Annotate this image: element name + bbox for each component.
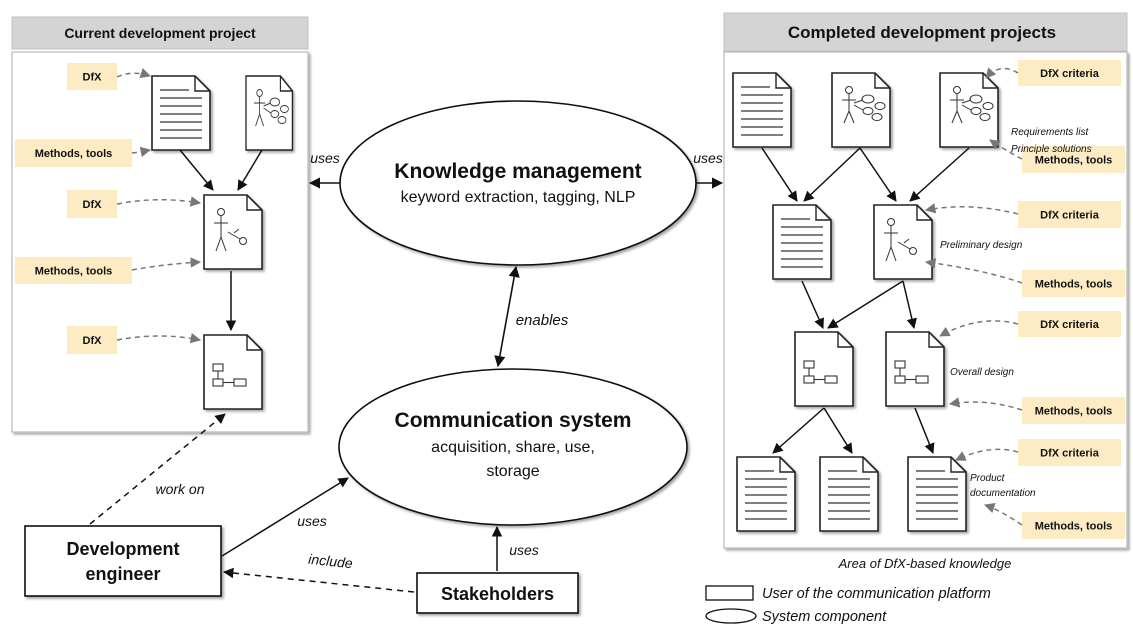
requirements-list-doc [773, 205, 831, 279]
principle-solution-doc [832, 73, 890, 147]
left-flow-arrows [179, 149, 263, 332]
right-flow-arrows [761, 147, 970, 454]
product-documentation-doc [908, 457, 966, 531]
completed-projects-title: Completed development projects [788, 23, 1056, 42]
phase-label-product: Product [970, 473, 1006, 484]
uses-label-left: uses [310, 150, 340, 166]
include-arrow [222, 567, 415, 593]
tag-dfx-criteria: DfX criteria [1040, 448, 1100, 460]
tag-dfx: DfX [83, 199, 103, 211]
engineer-line2: engineer [85, 564, 160, 584]
phase-label-principle: Principle solutions [1011, 144, 1092, 155]
requirements-list-doc [733, 73, 791, 147]
communication-system-component: Communication system acquisition, share,… [338, 368, 688, 526]
engineer-uses-label: uses [297, 513, 327, 529]
tag-methods-tools: Methods, tools [35, 148, 113, 160]
phase-label-documentation: documentation [970, 488, 1036, 499]
km-title: Knowledge management [394, 160, 641, 183]
tag-methods-tools: Methods, tools [1035, 406, 1113, 418]
product-documentation-doc [737, 457, 795, 531]
development-engineer-box: Development engineer [24, 525, 222, 597]
phase-label-requirements: Requirements list [1011, 127, 1089, 138]
right-tag-arrows [924, 67, 1023, 526]
requirements-list-doc [152, 76, 210, 150]
phase-labels: Requirements list Principle solutions Pr… [940, 127, 1092, 499]
left-tags: DfX Methods, tools DfX Methods, tools Df… [15, 63, 132, 354]
work-on-arrow [89, 413, 226, 525]
left-tag-arrows [116, 68, 202, 344]
overall-design-doc [795, 332, 853, 406]
km-subtitle: keyword extraction, tagging, NLP [401, 189, 636, 206]
phase-label-preliminary: Preliminary design [940, 240, 1023, 251]
include-label: include [308, 551, 354, 572]
product-documentation-doc [820, 457, 878, 531]
cs-title: Communication system [395, 409, 632, 432]
tag-dfx-criteria: DfX criteria [1040, 68, 1100, 80]
tag-methods-tools: Methods, tools [1035, 521, 1113, 533]
tag-methods-tools: Methods, tools [1035, 155, 1113, 167]
engineer-uses-arrow [221, 477, 349, 557]
right-tags: DfX criteria Methods, tools DfX criteria… [1018, 60, 1125, 539]
stakeholders-box: Stakeholders [416, 572, 579, 614]
principle-solution-doc [940, 73, 998, 147]
tag-dfx-criteria: DfX criteria [1040, 319, 1100, 331]
tag-dfx: DfX [83, 72, 103, 84]
tag-methods-tools: Methods, tools [1035, 279, 1113, 291]
phase-label-overall: Overall design [950, 367, 1014, 378]
stakeholders-label: Stakeholders [441, 584, 554, 604]
enables-label: enables [516, 312, 569, 329]
preliminary-design-doc [874, 205, 932, 279]
tag-dfx-criteria: DfX criteria [1040, 210, 1100, 222]
preliminary-design-doc [204, 195, 262, 269]
legend-user: User of the communication platform [762, 586, 991, 602]
knowledge-management-component: Knowledge management keyword extraction,… [339, 100, 697, 266]
tag-methods-tools: Methods, tools [35, 266, 113, 278]
enables-arrow [494, 265, 520, 368]
legend-rect-icon [705, 585, 754, 601]
overall-design-doc [204, 335, 262, 409]
cs-line2: storage [486, 463, 539, 480]
legend: User of the communication platform Syste… [705, 585, 991, 625]
legend-ellipse-icon [705, 608, 757, 624]
tag-dfx: DfX [83, 335, 103, 347]
legend-component: System component [762, 609, 887, 625]
work-on-label: work on [155, 481, 204, 497]
area-caption: Area of DfX-based knowledge [838, 556, 1012, 571]
stakeholders-uses-label: uses [509, 542, 539, 558]
overall-design-doc [886, 332, 944, 406]
engineer-line1: Development [66, 539, 179, 559]
uses-label-right: uses [693, 150, 723, 166]
current-project-title: Current development project [64, 25, 256, 41]
principle-solution-doc [246, 76, 292, 150]
cs-line1: acquisition, share, use, [431, 439, 595, 456]
